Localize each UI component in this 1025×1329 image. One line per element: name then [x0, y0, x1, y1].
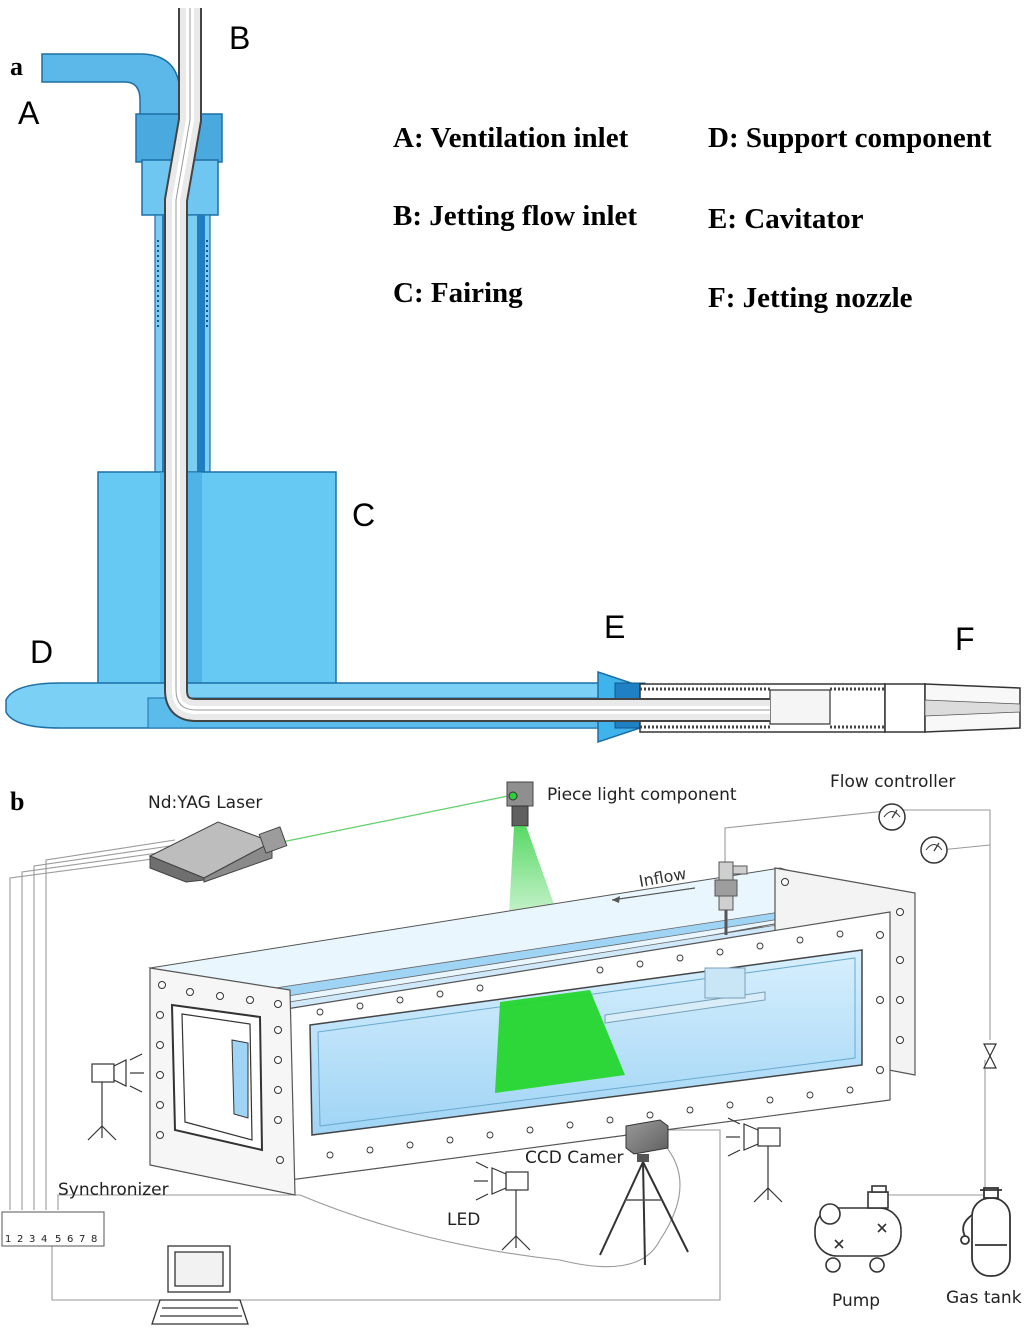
- panel-a: a: [5, 8, 1021, 744]
- synchronizer-label: Synchronizer: [58, 1180, 169, 1200]
- gas-tank-icon: [960, 1187, 1011, 1277]
- label-f-letter: F: [955, 621, 975, 657]
- legend-ventilation-inlet: A: Ventilation inlet: [393, 122, 629, 154]
- flow-controller-label: Flow controller: [830, 772, 955, 792]
- injector: [714, 861, 748, 935]
- legend-fairing: C: Fairing: [393, 277, 523, 309]
- legend-cavitator: E: Cavitator: [708, 203, 864, 235]
- led-label: LED: [447, 1210, 480, 1230]
- computer-icon: [151, 1245, 249, 1325]
- laser-label: Nd:YAG Laser: [148, 793, 262, 813]
- label-a-letter: A: [18, 95, 40, 131]
- led-lamp-left: [87, 1053, 144, 1141]
- label-d-letter: D: [30, 634, 53, 670]
- pump-label: Pump: [832, 1291, 880, 1311]
- sync-port-label: 3: [29, 1234, 35, 1245]
- sync-port-label: 5: [55, 1234, 61, 1245]
- legend-jetting-flow-inlet: B: Jetting flow inlet: [393, 200, 637, 232]
- jetting-flow-pipe: [164, 8, 770, 722]
- legend-jetting-nozzle: F: Jetting nozzle: [708, 282, 913, 314]
- panel-a-letter: a: [10, 52, 23, 81]
- sync-port-label: 6: [67, 1234, 73, 1245]
- panel-b-letter: b: [10, 787, 24, 816]
- label-b-letter: B: [229, 20, 250, 56]
- ccd-camera-label: CCD Camer: [525, 1148, 624, 1168]
- gas-tank-label: Gas tank: [946, 1288, 1022, 1308]
- fairing-body: [97, 471, 337, 699]
- ccd-camera: [599, 1119, 689, 1266]
- water-tunnel: [148, 867, 916, 1196]
- part-legend: A: Ventilation inlet B: Jetting flow inl…: [393, 122, 992, 314]
- led-lamp-right: [726, 1117, 783, 1203]
- sync-port-label: 8: [91, 1234, 97, 1245]
- label-e-letter: E: [604, 609, 625, 645]
- pump-icon: [814, 1185, 902, 1273]
- sync-port-label: 7: [79, 1234, 85, 1245]
- laser-sheet-region: [495, 990, 625, 1093]
- legend-support-component: D: Support component: [708, 122, 992, 154]
- synchronizer: 1 2 3 4 5 6 7 8: [1, 1211, 105, 1247]
- label-c-letter: C: [352, 497, 375, 533]
- panel-b: b: [1, 772, 1022, 1325]
- light-component-label: Piece light component: [547, 785, 737, 805]
- sync-port-label: 4: [41, 1234, 47, 1245]
- sync-port-label: 1: [5, 1234, 11, 1245]
- laser-beam: [281, 795, 509, 843]
- flow-controller-gauges: [878, 803, 948, 864]
- nd-yag-laser: [148, 821, 288, 883]
- signal-wires: [9, 809, 991, 1301]
- sync-port-label: 2: [17, 1234, 23, 1245]
- led-lamp-middle: [474, 1161, 531, 1251]
- valve-icon: [983, 1043, 997, 1069]
